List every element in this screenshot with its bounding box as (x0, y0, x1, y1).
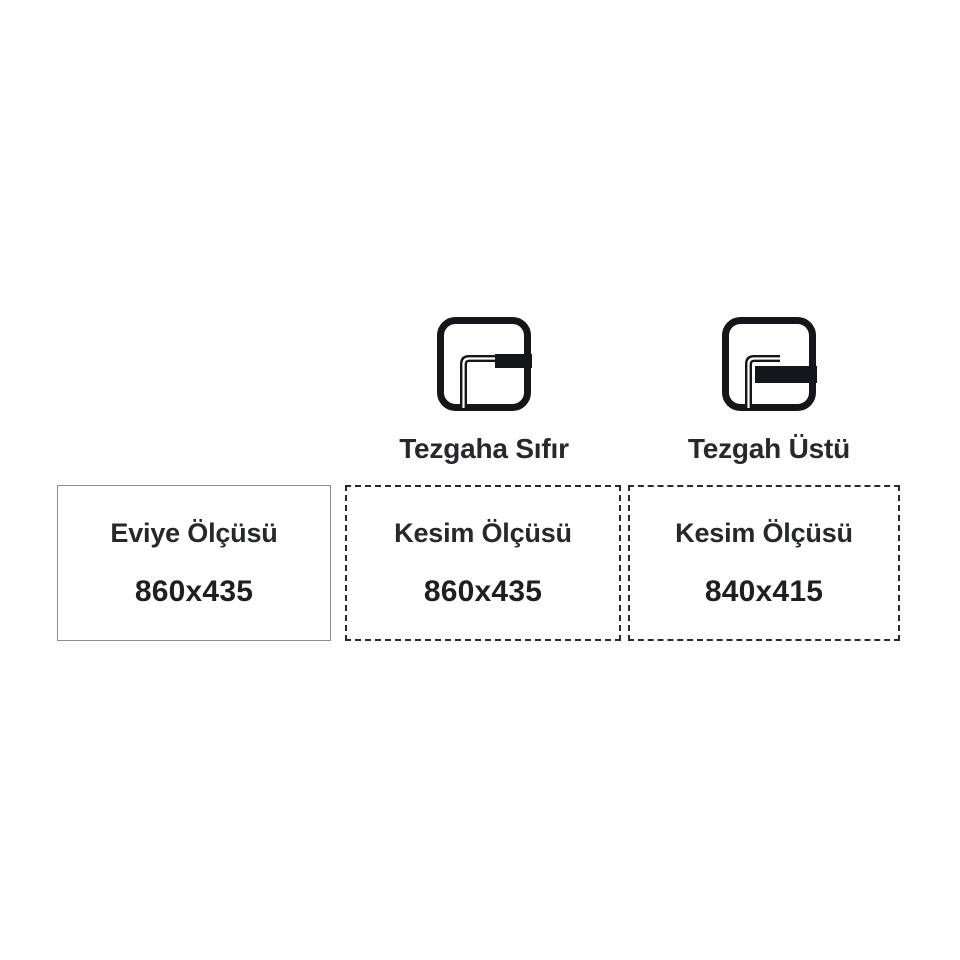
flush-mount-sink-icon (436, 316, 532, 412)
sink-dimension-box: Eviye Ölçüsü 860x435 (57, 485, 331, 641)
flush-mount-caption: Tezgaha Sıfır (399, 433, 569, 464)
flush-mount-sink-glyph (437, 317, 532, 411)
sink-dimension-title: Eviye Ölçüsü (110, 517, 278, 548)
top-mount-cut-dimension-box: Kesim Ölçüsü 840x415 (628, 485, 900, 641)
top-mount-sink-glyph (722, 317, 817, 411)
flush-mount-cut-value: 860x435 (423, 574, 543, 608)
flush-mount-cut-title: Kesim Ölçüsü (394, 517, 572, 548)
top-mount-sink-icon (721, 316, 817, 412)
top-mount-cut-title: Kesim Ölçüsü (675, 517, 853, 548)
top-mount-caption: Tezgah Üstü (687, 433, 851, 464)
sink-dimension-value: 860x435 (134, 574, 254, 608)
flush-mount-cut-dimension-box: Kesim Ölçüsü 860x435 (345, 485, 621, 641)
top-mount-cut-value: 840x415 (704, 574, 824, 608)
